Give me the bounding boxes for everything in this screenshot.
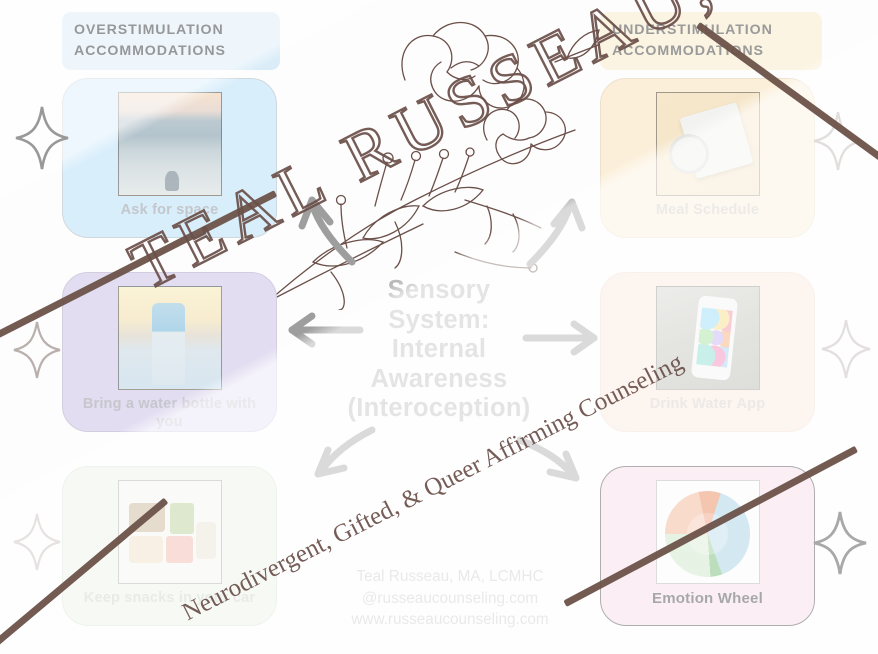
emotion-wheel-chart-icon	[655, 480, 760, 584]
arrow-top-right	[526, 198, 586, 268]
card-caption: Meal Schedule	[655, 202, 760, 218]
footer-credits: Teal Russeau, MA, LCMHC @russeaucounseli…	[351, 568, 549, 629]
card-ask-for-space[interactable]: Ask for space	[62, 78, 277, 238]
sparkle-icon	[812, 510, 868, 576]
page-title: Sensory System: Internal Awareness (Inte…	[347, 276, 531, 423]
hand-holding-phone-photo-icon	[655, 286, 760, 390]
card-bring-water-bottle[interactable]: Bring a water bottle with you	[62, 272, 277, 432]
sparkle-icon	[12, 320, 62, 380]
understimulation-header: UNDERSTIMULATION ACCOMMODATIONS	[600, 12, 822, 71]
snack-box-photo-icon	[117, 480, 222, 584]
botanical-line-art-decoration	[255, 10, 635, 311]
arrow-bottom-right	[516, 436, 580, 482]
card-drink-water-app[interactable]: Drink Water App	[600, 272, 815, 432]
card-caption: Bring a water bottle with you	[82, 396, 257, 430]
card-caption: Drink Water App	[649, 396, 766, 412]
card-keep-snacks-in-car[interactable]: Keep snacks in your car	[62, 466, 277, 626]
sparkle-icon	[812, 110, 864, 172]
card-caption: Keep snacks in your car	[83, 590, 256, 606]
card-caption: Emotion Wheel	[652, 590, 763, 607]
arrow-bottom-left	[314, 426, 376, 478]
water-bottle-photo-icon	[117, 286, 222, 390]
sparkle-icon	[12, 512, 62, 572]
card-caption: Ask for space	[120, 202, 219, 218]
arrow-top-left	[298, 196, 356, 266]
alarm-clock-notebook-photo-icon	[655, 92, 760, 196]
sparkle-icon	[820, 318, 872, 380]
card-meal-schedule[interactable]: Meal Schedule	[600, 78, 815, 238]
card-emotion-wheel[interactable]: Emotion Wheel	[600, 466, 815, 626]
overstimulation-header: OVERSTIMULATION ACCOMMODATIONS	[62, 12, 280, 71]
calm-ocean-photo-icon	[117, 92, 222, 196]
